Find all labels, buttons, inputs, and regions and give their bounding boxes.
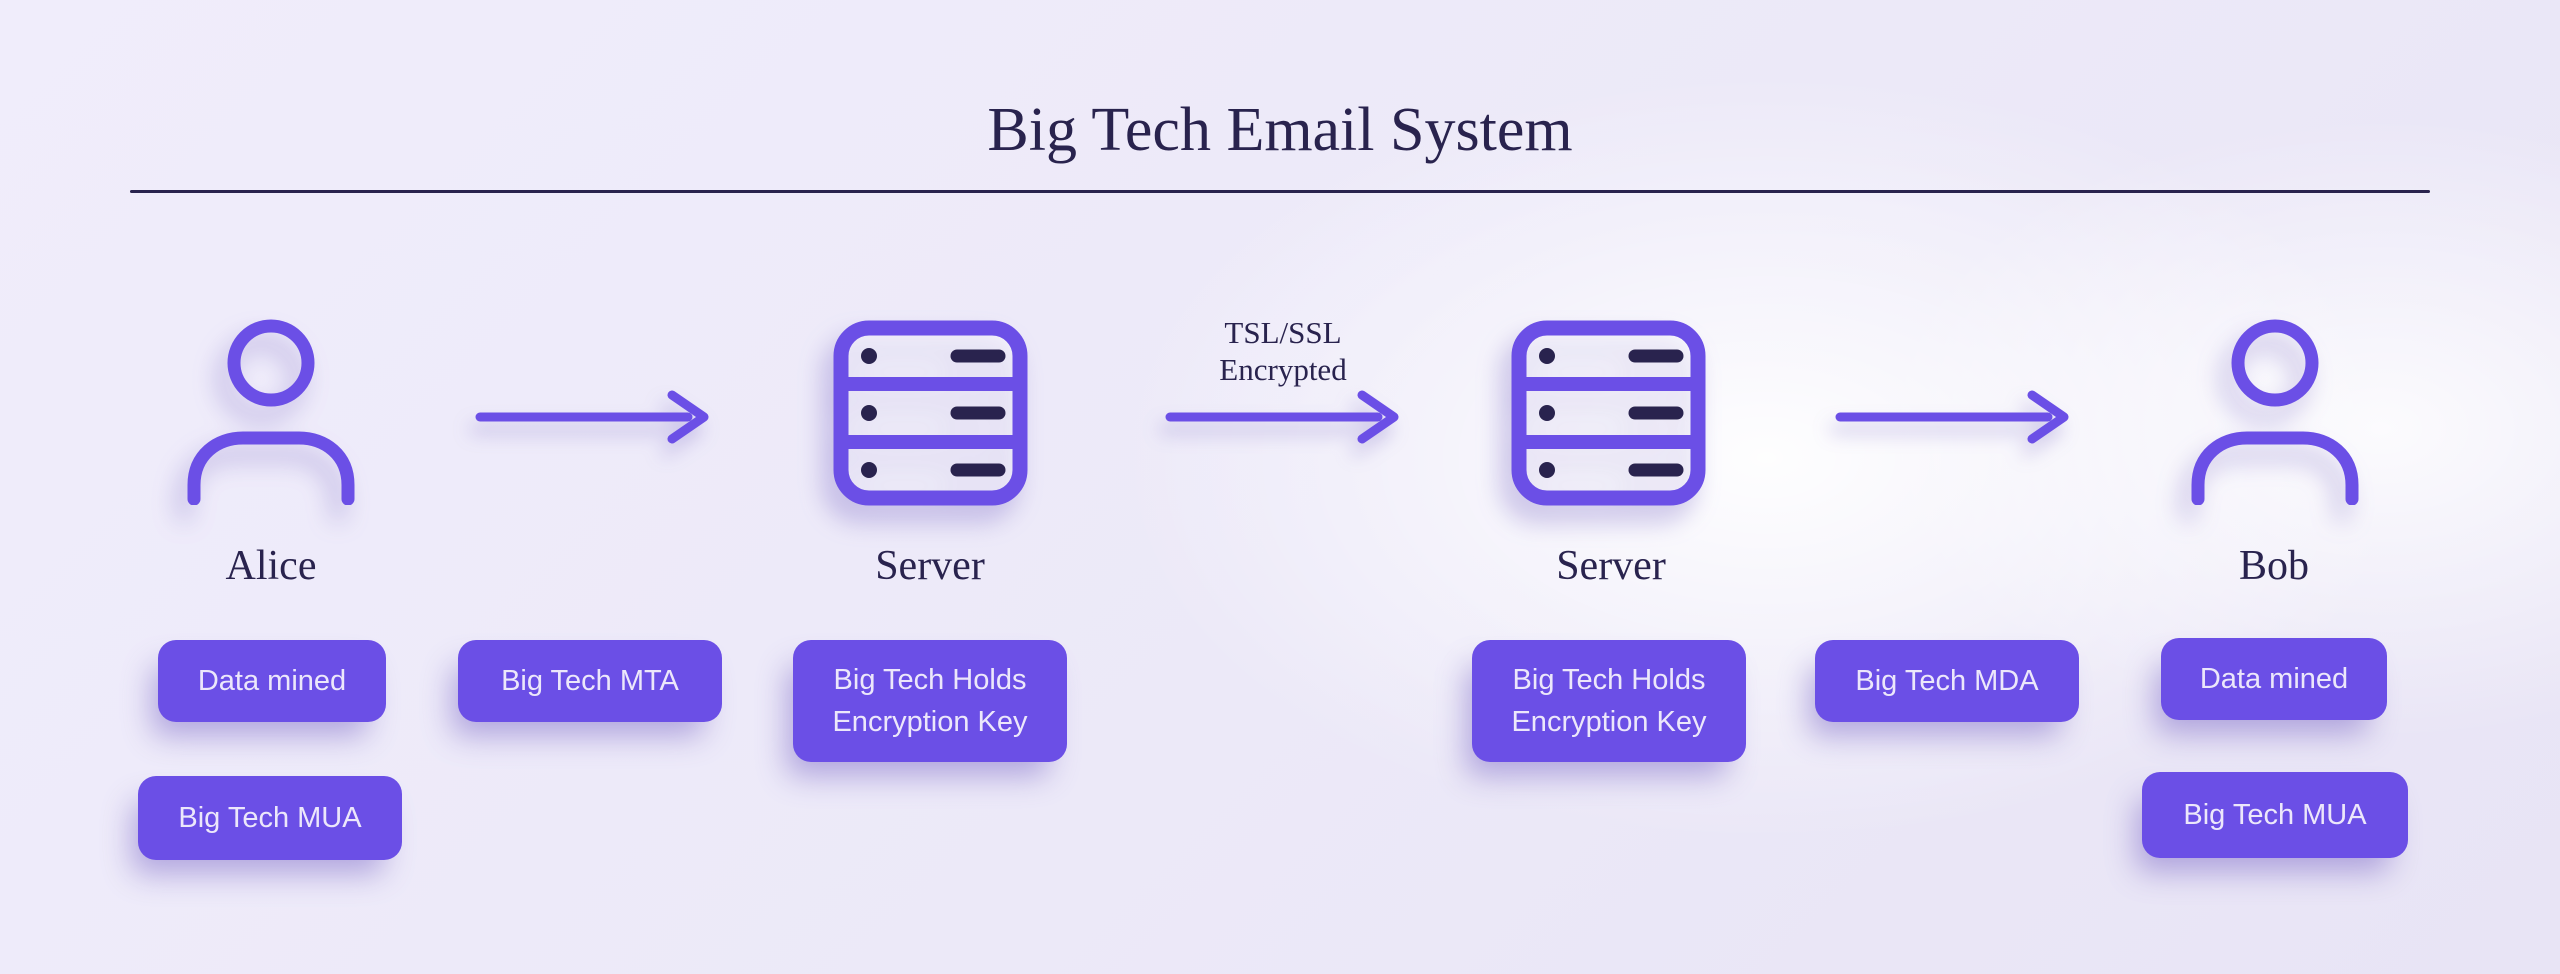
- person-icon: [187, 319, 355, 505]
- badge-alice-data-mined: Data mined: [158, 640, 386, 722]
- badge-alice-big-tech-mua: Big Tech MUA: [138, 776, 402, 860]
- arrow-icon-server-to-server: [1165, 390, 1399, 444]
- badge-big-tech-mta: Big Tech MTA: [458, 640, 722, 722]
- node-label-server2: Server: [1556, 543, 1666, 589]
- server-icon: [833, 320, 1028, 506]
- badge-server2-holds-key: Big Tech Holds Encryption Key: [1472, 640, 1746, 762]
- arrow-icon-alice-to-server: [475, 390, 709, 444]
- node-label-bob: Bob: [2238, 543, 2309, 589]
- node-label-alice: Alice: [225, 543, 317, 589]
- arrow-label-tls-encrypted: TSL/SSL Encrypted: [1132, 314, 1434, 388]
- badge-bob-data-mined: Data mined: [2161, 638, 2387, 720]
- node-label-server1: Server: [875, 543, 985, 589]
- person-icon: [2191, 319, 2359, 505]
- arrow-label-line1: TSL/SSL: [1224, 315, 1342, 350]
- diagram-title: Big Tech Email System: [987, 96, 1573, 164]
- title-underline: [130, 190, 2430, 193]
- arrow-label-line2: Encrypted: [1219, 352, 1347, 387]
- badge-bob-big-tech-mua: Big Tech MUA: [2142, 772, 2408, 858]
- badge-big-tech-mda: Big Tech MDA: [1815, 640, 2079, 722]
- badge-server1-holds-key: Big Tech Holds Encryption Key: [793, 640, 1067, 762]
- server-icon: [1511, 320, 1706, 506]
- arrow-icon-server-to-bob: [1835, 390, 2069, 444]
